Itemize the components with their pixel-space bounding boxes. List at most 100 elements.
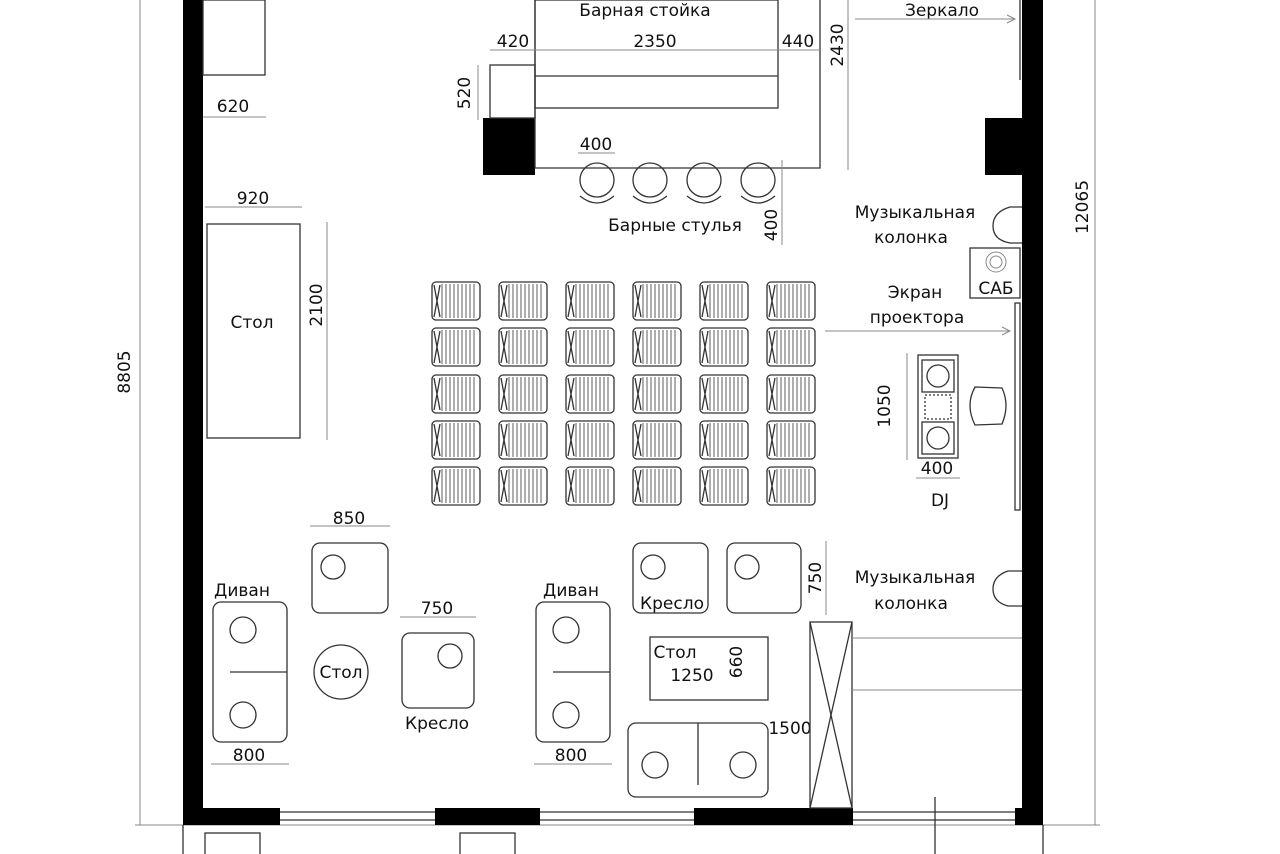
person-icon [229, 701, 257, 729]
sofa-left-width-dim: 800 [233, 746, 265, 766]
cabinet [202, 0, 266, 76]
seat [565, 420, 615, 460]
column [483, 118, 535, 175]
speaker-icon [992, 570, 1022, 607]
subwoofer [969, 247, 1021, 299]
person-icon [552, 616, 580, 644]
person-icon [320, 554, 346, 580]
seat [632, 466, 682, 506]
room-length-dim: 12065 [1073, 180, 1093, 234]
screen-label-1: Экран [888, 283, 942, 303]
seat [431, 420, 481, 460]
dj-width-dim: 400 [921, 459, 953, 479]
speaker-icon [992, 206, 1022, 244]
right-wall [1022, 0, 1043, 825]
speaker-bottom-label-1: Музыкальная [855, 568, 976, 588]
cabinet-width-dim: 620 [217, 97, 249, 117]
speaker-top-label-2: колонка [874, 228, 948, 248]
seat [632, 281, 682, 321]
table-center [649, 636, 769, 701]
sofa-left-label: Диван [214, 581, 270, 601]
seat [565, 281, 615, 321]
seat [498, 374, 548, 414]
subwoofer-cone-icon [989, 255, 1003, 269]
seat [699, 420, 749, 460]
mirror-label: Зеркало [905, 1, 979, 21]
person-icon [734, 554, 760, 580]
sofa-mid-label: Диван [543, 581, 599, 601]
bar-length-dim: 2350 [633, 32, 676, 52]
person-icon [229, 616, 257, 644]
stool-depth-dim: 400 [762, 209, 782, 241]
bar-depth-dim: 2430 [828, 23, 848, 66]
arrow-icon [825, 326, 1012, 336]
column [985, 118, 1022, 175]
table-round-label: Стол [319, 663, 362, 683]
armchair [632, 542, 709, 614]
armchair [311, 542, 389, 614]
dj-label: DJ [931, 491, 949, 511]
door-block [809, 621, 853, 809]
table-round [313, 644, 369, 700]
bar-gap-dim: 440 [782, 32, 814, 52]
seat [632, 327, 682, 367]
armchair-pair-label: Кресло [640, 594, 704, 614]
seat [699, 374, 749, 414]
seat [766, 374, 816, 414]
armchair-mid-width-dim: 750 [421, 599, 453, 619]
seat [431, 327, 481, 367]
room-depth-dim: 8805 [115, 350, 135, 393]
seat [431, 466, 481, 506]
seat [498, 281, 548, 321]
speaker-top-label-1: Музыкальная [855, 203, 976, 223]
bar-stools [579, 162, 776, 204]
armchair-width-dim: 850 [333, 509, 365, 529]
seat [766, 466, 816, 506]
seat [766, 420, 816, 460]
bar-counter-label: Барная стойка [579, 1, 710, 21]
sofa-bottom-length-dim: 1500 [768, 719, 811, 739]
bottom-wall-segment [1015, 808, 1043, 825]
subwoofer-cone-icon [985, 251, 1007, 273]
bar-stools-label: Барные стулья [608, 216, 742, 236]
armchair [726, 542, 802, 614]
subwoofer-label: САБ [978, 279, 1013, 299]
armchair-pair-depth-dim: 750 [806, 562, 826, 594]
seat [699, 281, 749, 321]
dj-length-dim: 1050 [875, 384, 895, 427]
seat [565, 327, 615, 367]
seat [699, 466, 749, 506]
sofa-mid-width-dim: 800 [555, 746, 587, 766]
left-wall [183, 0, 203, 825]
seat [565, 466, 615, 506]
armchair-mid-label: Кресло [405, 714, 469, 734]
speaker-bottom-label-2: колонка [874, 594, 948, 614]
arrow-icon [855, 14, 1017, 24]
person-icon [729, 751, 757, 779]
person-icon [641, 751, 669, 779]
partition-lines [852, 637, 1022, 691]
seat [565, 374, 615, 414]
bottom-wall-segment [694, 808, 853, 825]
bottom-wall-segment [183, 808, 280, 825]
seat [498, 466, 548, 506]
seat [632, 420, 682, 460]
bar-counter [489, 0, 821, 169]
seat [498, 420, 548, 460]
seat [431, 281, 481, 321]
bar-end-depth-dim: 520 [455, 77, 475, 109]
bottom-wall-segment [435, 808, 540, 825]
person-icon [552, 701, 580, 729]
seat [431, 374, 481, 414]
projector-screen [1014, 302, 1021, 511]
windows [280, 811, 1015, 821]
bar-end-width-dim: 420 [497, 32, 529, 52]
seat [766, 327, 816, 367]
terrace [182, 797, 1044, 854]
dj-chair [969, 386, 1007, 426]
seat [632, 374, 682, 414]
seat [766, 281, 816, 321]
screen-label-2: проектора [870, 308, 965, 328]
table-left [206, 223, 301, 439]
